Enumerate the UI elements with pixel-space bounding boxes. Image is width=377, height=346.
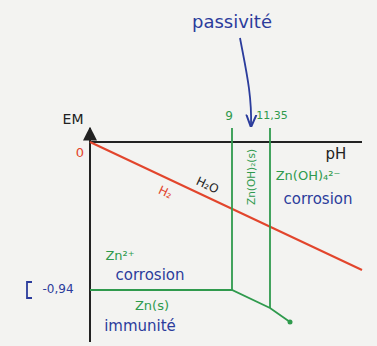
ph-axis xyxy=(90,141,362,143)
diagram-label: H₂ xyxy=(156,184,174,202)
diagram-label: Zn(OH)₂(s) xyxy=(245,149,257,205)
boundary-ph9 xyxy=(231,128,233,290)
diagram-label: passivité xyxy=(192,12,272,33)
boundary-ph1135 xyxy=(269,128,271,308)
potential-axis xyxy=(89,128,91,342)
diagram-label: 11,35 xyxy=(256,110,288,123)
end-dot xyxy=(288,320,293,325)
diagram-label: 9 xyxy=(225,110,233,124)
zinc-boundary xyxy=(90,290,290,322)
pointer-arrow xyxy=(240,38,251,126)
bracket xyxy=(27,282,32,298)
diagram-label: 0 xyxy=(76,146,84,161)
diagram-label: immunité xyxy=(104,318,176,335)
diagram-label: Zn²⁺ xyxy=(105,249,134,264)
diagram-label: pH xyxy=(326,146,347,163)
diagram-label: -0,94 xyxy=(42,283,73,297)
diagram-label: corrosion xyxy=(115,267,184,284)
diagram-label: Zn(s) xyxy=(135,299,169,314)
diagram-label: corrosion xyxy=(283,191,352,208)
water-line xyxy=(90,142,362,270)
diagram-label: Zn(OH)₄²⁻ xyxy=(276,169,341,184)
diagram-label: EM xyxy=(63,111,84,127)
